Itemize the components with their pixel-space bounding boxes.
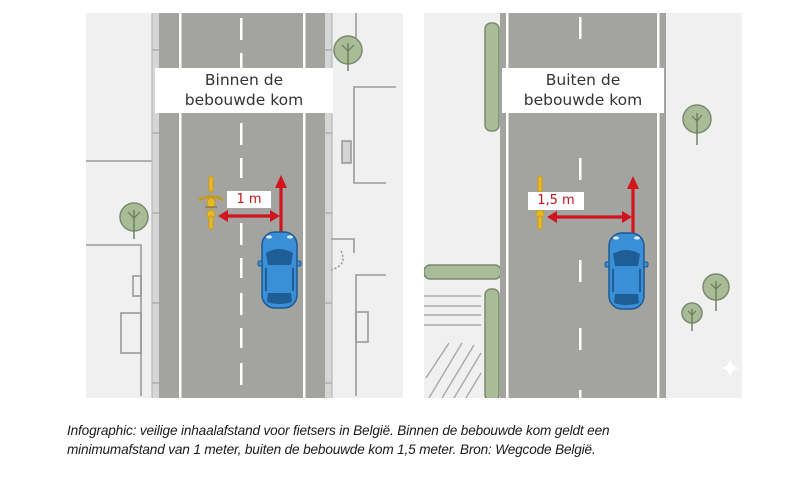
- rural-title-line1: Buiten de: [545, 71, 621, 89]
- urban-title-box: Binnen de bebouwde kom: [155, 68, 333, 113]
- rural-title-line2: bebouwde kom: [523, 91, 643, 109]
- rural-title-box: Buiten de bebouwde kom: [502, 68, 664, 113]
- urban-title-line2: bebouwde kom: [184, 91, 304, 109]
- rural-panel: Buiten de bebouwde kom 1,5 m: [424, 13, 742, 398]
- sparkle-icon: [720, 358, 740, 378]
- hedge-left-top: [424, 22, 502, 398]
- tree-icon-right-top: [682, 104, 712, 145]
- car-icon: [257, 231, 302, 309]
- center-dashed-line: [579, 17, 582, 398]
- caption-line2: minimumafstand van 1 meter, buiten de be…: [67, 442, 596, 457]
- car-icon: [604, 232, 649, 310]
- urban-distance-label: 1 m: [227, 191, 271, 208]
- caption-line1: Infographic: veilige inhaalafstand voor …: [67, 423, 610, 438]
- field-lines: [424, 295, 482, 398]
- rural-distance-label: 1,5 m: [528, 192, 584, 210]
- building-outlines-right: [330, 13, 396, 396]
- caption: Infographic: veilige inhaalafstand voor …: [67, 421, 767, 459]
- tree-icon-left: [119, 202, 149, 239]
- distance-arrow: [218, 175, 287, 233]
- urban-title-line1: Binnen de: [204, 71, 284, 89]
- tree-icon-right-mid: [702, 273, 730, 311]
- tree-icon-right-low: [681, 302, 703, 331]
- center-dashed-line: [240, 18, 243, 385]
- bicycle-icon: [198, 175, 224, 230]
- urban-panel: Binnen de bebouwde kom 1 m: [86, 13, 403, 398]
- distance-arrow: [547, 176, 639, 233]
- tree-icon-top-right: [333, 35, 363, 71]
- building-outlines-left: [86, 13, 154, 396]
